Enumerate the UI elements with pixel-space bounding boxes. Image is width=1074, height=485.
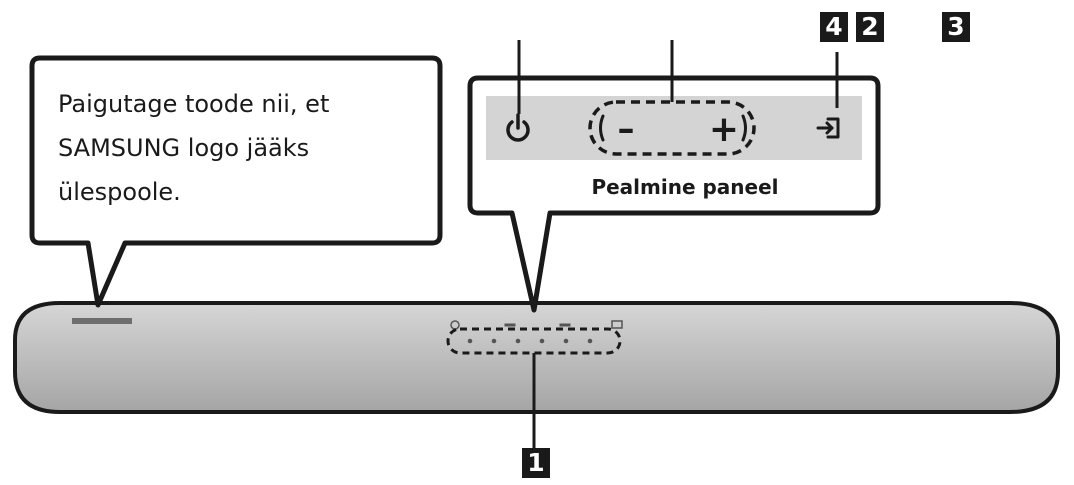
- bar-button-dot: [563, 338, 569, 344]
- top-panel-strip: [486, 96, 862, 160]
- note-line-1: Paigutage toode nii, et: [58, 90, 330, 118]
- note-line-2: SAMSUNG logo jääks: [58, 134, 310, 162]
- bar-plus-icon: [559, 323, 571, 327]
- bar-button-dot: [491, 338, 497, 344]
- bar-button-dot: [467, 338, 473, 344]
- samsung-logo-mark: [72, 318, 132, 324]
- note-line-3: ülespoole.: [58, 178, 181, 206]
- soundbar-button-area: [446, 327, 622, 355]
- badge-2: 2: [856, 12, 884, 42]
- logo-callout-bubble: [29, 55, 443, 308]
- bar-button-dot: [539, 338, 545, 344]
- logo-orientation-note: Paigutage toode nii, et SAMSUNG logo jää…: [58, 82, 418, 214]
- soundbar: [13, 301, 1060, 414]
- bar-button-dot: [515, 338, 521, 344]
- top-panel-title: Pealmine paneel: [591, 175, 779, 199]
- bar-source-icon: [611, 320, 623, 329]
- badge-1: 1: [522, 448, 550, 478]
- power-icon: [506, 113, 530, 142]
- badge-3: 3: [942, 12, 970, 42]
- source-input-icon: [816, 117, 840, 139]
- bar-button-dot: [587, 338, 593, 344]
- soundbar-control-icons: [450, 320, 623, 344]
- volume-bracket-marks: [599, 114, 747, 142]
- volume-buttons-outline: [588, 100, 756, 156]
- soundbar-body: [13, 301, 1060, 414]
- bar-minus-icon: [504, 323, 516, 327]
- volume-plus-icon: +: [709, 109, 739, 150]
- badge-4: 4: [820, 12, 848, 42]
- volume-minus-icon: –: [618, 109, 635, 149]
